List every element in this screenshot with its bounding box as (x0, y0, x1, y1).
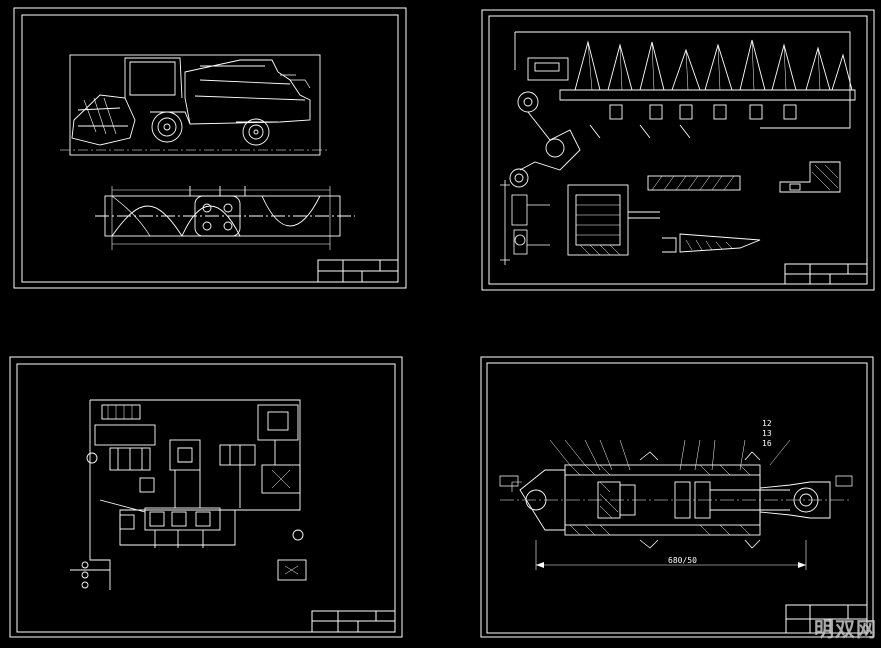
callout-13: 13 (762, 429, 772, 438)
header-vertical-section (500, 180, 550, 265)
knife-section-hatched (567, 175, 761, 256)
header-divider-assembly (509, 31, 856, 188)
site-watermark: 明双网 (814, 617, 877, 641)
sheet-4-inner-border (486, 362, 868, 634)
auger-screw-view (95, 186, 355, 250)
sheet-3-hydraulic-schematic (9, 356, 403, 638)
sheet-2-inner-border (488, 15, 868, 285)
sheet-1-title-block (317, 259, 399, 283)
sheet-1-outer-border (13, 7, 407, 289)
sheet-2-title-block (784, 263, 868, 285)
sheet-1-inner-border (21, 14, 399, 283)
sheet-1-combine-harvester (13, 7, 407, 289)
combine-harvester-side-view (60, 54, 330, 156)
cylinder-section (499, 439, 853, 570)
sheet-3-outer-border (9, 356, 403, 638)
sheet-2-outer-border (481, 9, 875, 291)
sheet-2-cutting-header (481, 9, 875, 291)
sheet-3-title-block (311, 610, 396, 633)
sheet-4-outer-border (480, 356, 874, 638)
callout-12: 12 (762, 419, 772, 428)
detail-bracket (779, 161, 841, 193)
sheet-4-hydraulic-cylinder: 680/50 12 13 16 (480, 356, 874, 638)
sheet-4-title-block (785, 604, 868, 634)
hydraulic-circuit (70, 399, 307, 590)
callout-16: 16 (762, 439, 772, 448)
sheet-3-inner-border (16, 363, 396, 633)
cylinder-length-dimension: 680/50 (668, 556, 697, 565)
